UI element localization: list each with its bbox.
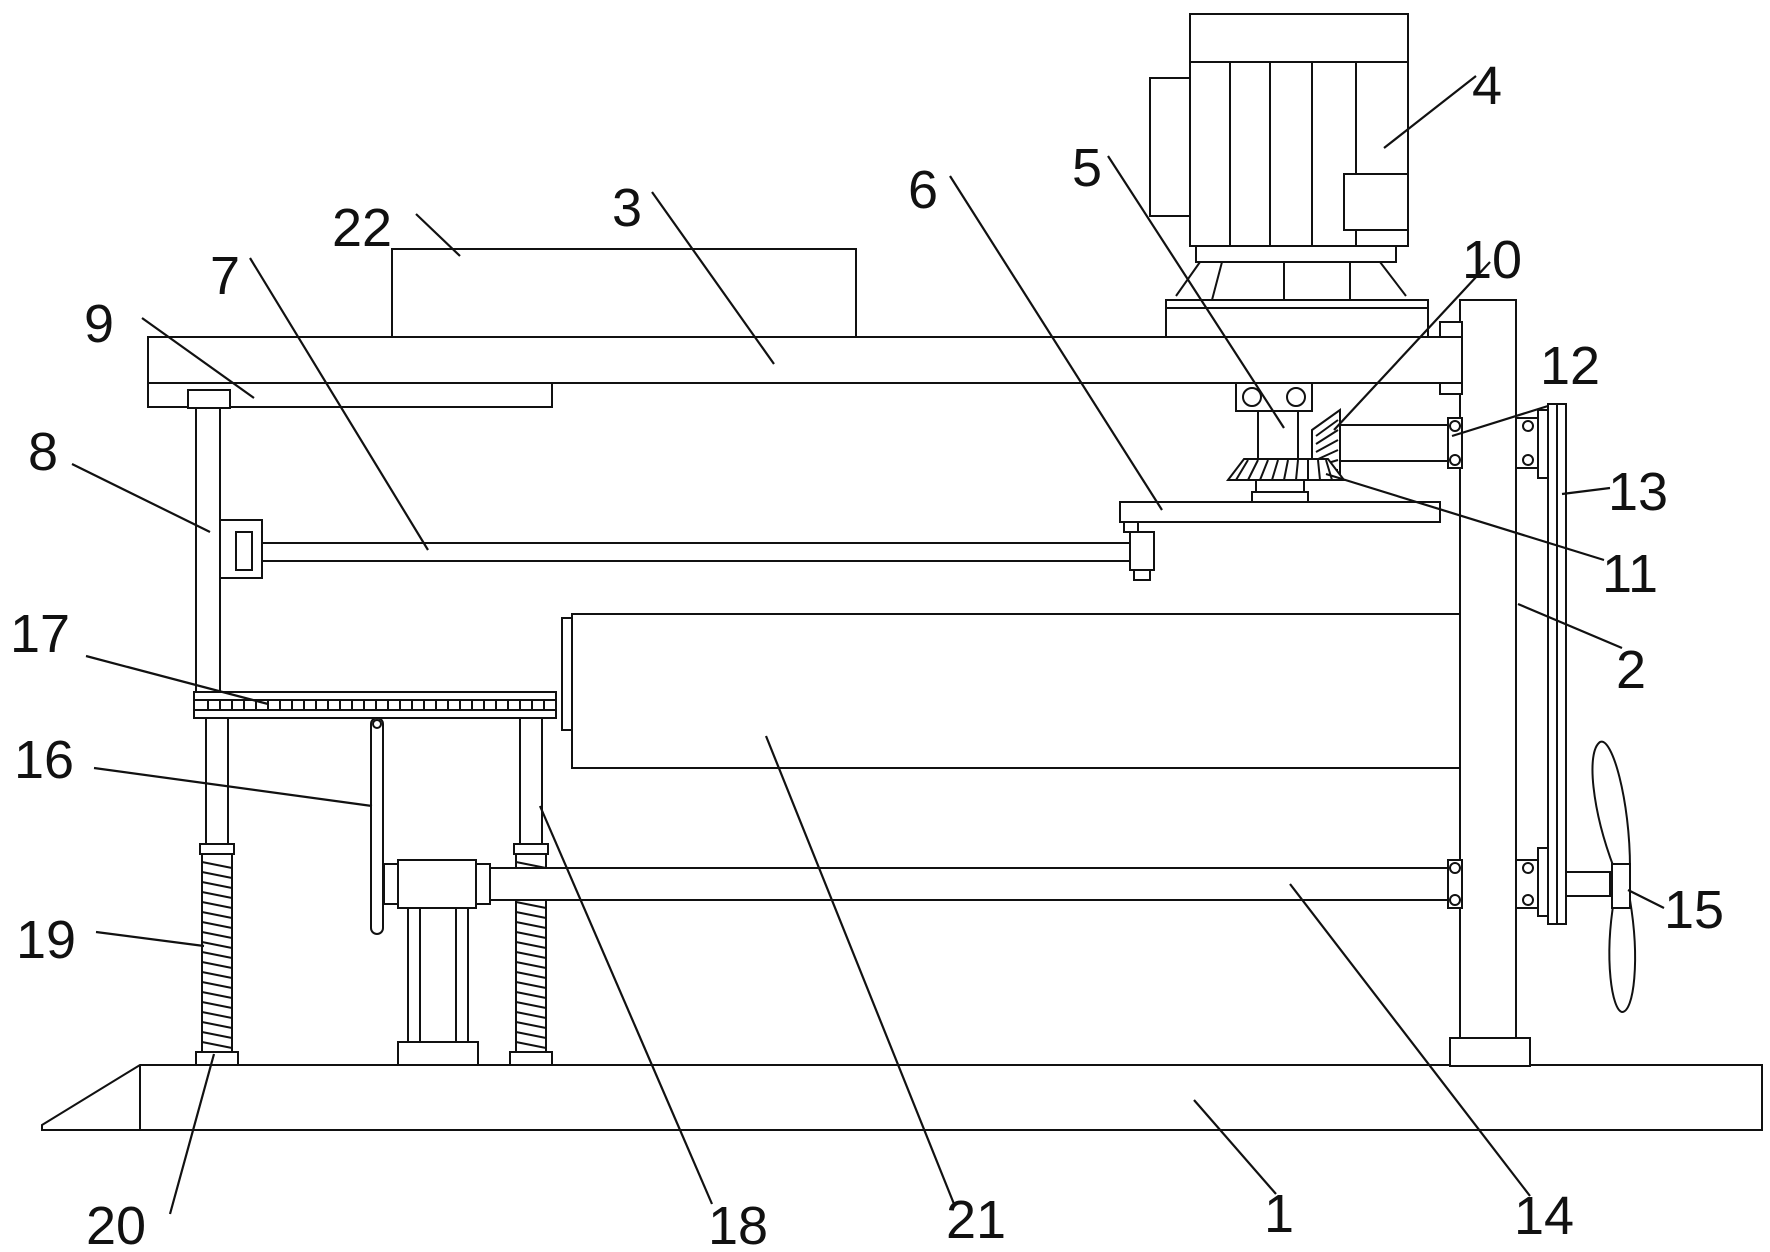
label-21: 21: [946, 1190, 1006, 1250]
left-rod: [187, 389, 231, 693]
label-11: 11: [1602, 544, 1658, 604]
part-labels: 22 3 6 5 4 10 12 13 11 2 7 9 8 17 16 19 …: [10, 56, 1724, 1252]
label-10: 10: [1462, 230, 1522, 290]
belt-pulley: [1537, 403, 1567, 925]
horizontal-bevel-gear: [1225, 458, 1347, 503]
label-8: 8: [28, 422, 58, 482]
label-22: 22: [332, 198, 392, 258]
label-4: 4: [1472, 56, 1502, 116]
bearing-shaft: [1235, 382, 1313, 460]
drum-roller: [561, 613, 1461, 769]
label-15: 15: [1664, 880, 1724, 940]
motor: [1149, 13, 1429, 338]
label-13: 13: [1608, 462, 1668, 522]
slide-plate: [1119, 501, 1441, 533]
connecting-rod: [219, 519, 1155, 581]
label-7: 7: [210, 246, 240, 306]
upper-shaft: [1339, 417, 1539, 469]
label-3: 3: [612, 178, 642, 238]
label-19: 19: [16, 910, 76, 970]
fan: [1591, 740, 1637, 1014]
label-17: 17: [10, 604, 70, 664]
label-20: 20: [86, 1196, 146, 1252]
bearing-support: [383, 859, 491, 1066]
top-beam: [147, 336, 1463, 384]
label-9: 9: [84, 294, 114, 354]
label-12: 12: [1540, 336, 1600, 396]
label-18: 18: [708, 1196, 768, 1252]
base-plate: [41, 1064, 1763, 1131]
label-2: 2: [1616, 640, 1646, 700]
handle-lever: [370, 717, 384, 935]
label-16: 16: [14, 730, 74, 790]
lower-shaft: [489, 859, 1611, 909]
label-6: 6: [908, 160, 938, 220]
label-14: 14: [1514, 1186, 1574, 1246]
leader-lines: [71, 75, 1665, 1215]
label-1: 1: [1264, 1184, 1294, 1244]
left-spring: [201, 861, 233, 1049]
label-5: 5: [1072, 138, 1102, 198]
top-box: [391, 248, 857, 338]
gear-rack: [193, 691, 557, 719]
